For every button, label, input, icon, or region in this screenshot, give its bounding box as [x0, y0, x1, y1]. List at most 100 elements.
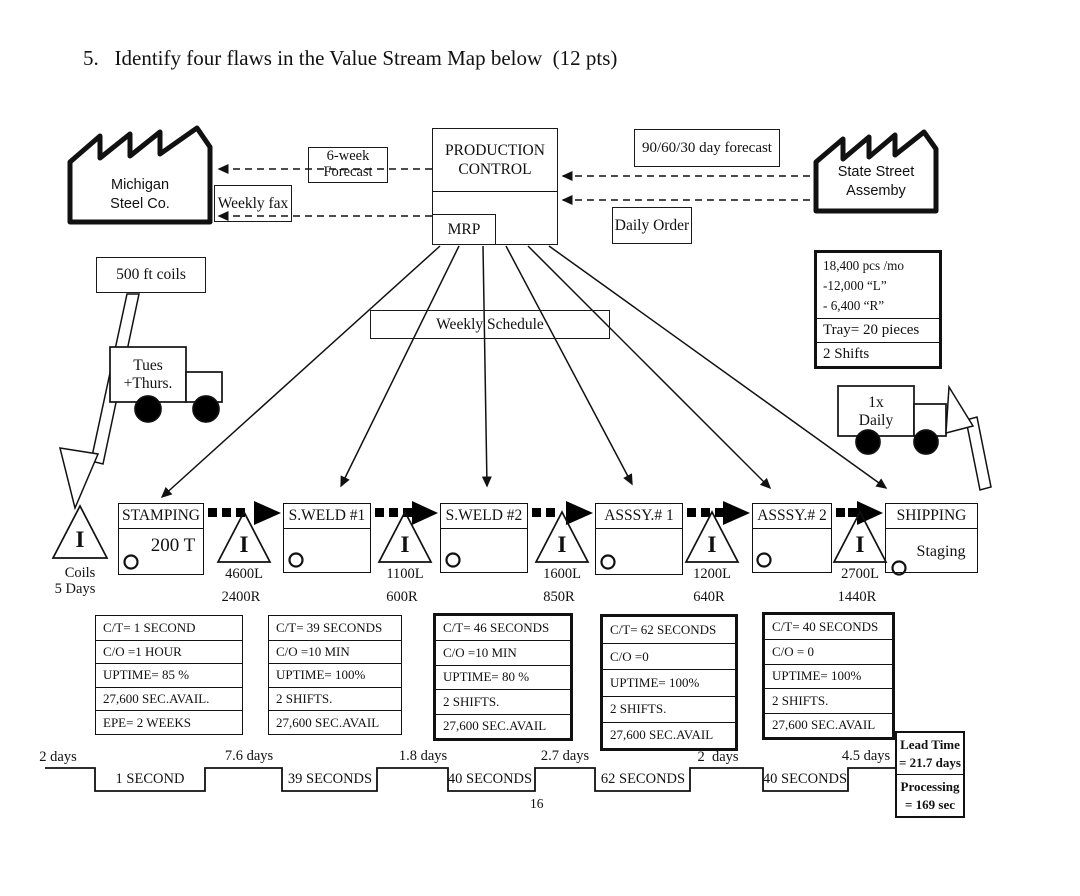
- inventory-label: 1600L: [543, 566, 581, 582]
- inventory-label: 640R: [693, 589, 725, 605]
- process-title: S.WELD #1: [284, 504, 370, 529]
- inventory-label: 5 Days: [54, 581, 96, 597]
- data-row: C/O = 0: [765, 639, 892, 663]
- timeline-wait: 2.7 days: [540, 748, 590, 764]
- data-row: C/T= 39 SECONDS: [276, 619, 383, 635]
- data-box-assy1: C/T= 62 SECONDS C/O =0 UPTIME= 100% 2 SH…: [600, 614, 738, 751]
- process-title: ASSSY.# 2: [753, 504, 831, 529]
- data-row: 2 SHIFTS.: [603, 695, 735, 722]
- inventory-label: Coils: [64, 565, 96, 581]
- data-row: UPTIME= 80 %: [436, 664, 570, 689]
- customer-shipment-arrow: [945, 384, 992, 491]
- data-row: 2 SHIFTS.: [765, 688, 892, 712]
- data-row: 27,600 SEC.AVAIL.: [96, 686, 242, 711]
- inventory-label: 850R: [543, 589, 575, 605]
- schedule-arrows: [160, 245, 888, 499]
- data-row: UPTIME= 100%: [269, 663, 401, 687]
- data-row: C/T= 40 SECONDS: [772, 619, 879, 635]
- process-shipping-note: Staging: [916, 543, 966, 560]
- process-assy1: ASSSY.# 1: [595, 503, 683, 575]
- inventory-symbol: I: [400, 532, 410, 557]
- demand-right-qty: - 6,400 “R”: [823, 297, 885, 313]
- process-title: ASSSY.# 1: [596, 504, 682, 529]
- production-control-box: PRODUCTION CONTROL: [432, 128, 558, 245]
- process-title: S.WELD #2: [441, 504, 527, 529]
- timeline-step: 1 SECOND: [115, 771, 185, 787]
- processing-time-value: Processing = 169 sec: [900, 779, 960, 812]
- inventory-label: 1440R: [837, 589, 877, 605]
- daily-order-box: Daily Order: [612, 207, 692, 244]
- data-box-sweld1: C/T= 39 SECONDS C/O =10 MIN UPTIME= 100%…: [268, 615, 402, 735]
- data-row: 27,600 SEC.AVAIL: [603, 721, 735, 748]
- timeline-step: 40 SECONDS: [447, 771, 533, 787]
- customer-demand-box: 18,400 pcs /mo -12,000 “L” - 6,400 “R” T…: [814, 250, 942, 370]
- demand-left-qty: -12,000 “L”: [823, 277, 887, 293]
- process-assy2: ASSSY.# 2: [752, 503, 832, 573]
- demand-shifts: 2 Shifts: [817, 342, 939, 366]
- supplier-truck-label: Tues +Thurs.: [123, 357, 173, 392]
- timeline-wait: 4.5 days: [841, 748, 891, 764]
- data-row: 2 SHIFTS.: [436, 689, 570, 713]
- data-row: UPTIME= 85 %: [96, 663, 242, 687]
- process-title: STAMPING: [119, 504, 203, 529]
- inventory-label: 600R: [386, 589, 418, 605]
- inventory-symbol: I: [707, 532, 717, 557]
- data-row: EPE= 2 WEEKS: [96, 710, 242, 734]
- inventory-symbol: I: [239, 532, 249, 557]
- data-row: C/O =0: [603, 643, 735, 669]
- process-sweld1: S.WELD #1: [283, 503, 371, 573]
- data-row: C/O =10 MIN: [436, 640, 570, 664]
- summary-box: Lead Time = 21.7 days Processing = 169 s…: [895, 731, 965, 819]
- inventory-label: 1200L: [693, 566, 731, 582]
- supplier-shipment-arrow: [58, 293, 140, 511]
- timeline-wait: 1.8 days: [398, 748, 448, 764]
- data-row: C/O =1 HOUR: [96, 639, 242, 664]
- mrp-box: MRP: [432, 214, 496, 245]
- data-row: 27,600 SEC.AVAIL: [436, 713, 570, 738]
- inventory-label: 2700L: [841, 566, 879, 582]
- demand-monthly: 18,400 pcs /mo: [823, 258, 904, 273]
- weekly-schedule-box: Weekly Schedule: [370, 310, 610, 339]
- coil-note-box: 500 ft coils: [96, 257, 206, 293]
- data-box-assy2: C/T= 40 SECONDS C/O = 0 UPTIME= 100% 2 S…: [762, 612, 895, 740]
- timeline-wait: 7.6 days: [224, 748, 274, 764]
- data-row: C/T= 46 SECONDS: [443, 620, 550, 636]
- inventory-label: 4600L: [225, 566, 263, 582]
- inventory-symbol: I: [557, 532, 567, 557]
- customer-name: State Street Assemby: [837, 164, 915, 199]
- question-title: 5. Identify four flaws in the Value Stre…: [83, 46, 618, 70]
- process-stamping: STAMPING: [118, 503, 204, 575]
- lead-time-value: Lead Time = 21.7 days: [897, 733, 963, 776]
- day-forecast-box: 90/60/30 day forecast: [634, 129, 780, 167]
- supplier-name: Michigan Steel Co.: [110, 177, 170, 212]
- data-row: C/T= 1 SECOND: [103, 619, 196, 635]
- process-title: SHIPPING: [886, 504, 977, 529]
- page-number: 16: [530, 796, 544, 811]
- timeline-step: 40 SECONDS: [762, 771, 848, 787]
- data-row: 2 SHIFTS.: [269, 686, 401, 711]
- inventory-symbol: I: [75, 527, 85, 552]
- six-week-forecast-box: 6-week Forecast: [308, 147, 388, 183]
- data-row: C/O =10 MIN: [269, 639, 401, 664]
- inventory-label: 2400R: [221, 589, 261, 605]
- weekly-fax-box: Weekly fax: [214, 185, 292, 222]
- data-box-stamping: C/T= 1 SECOND C/O =1 HOUR UPTIME= 85 % 2…: [95, 615, 243, 735]
- timeline-wait: 2 days: [697, 749, 739, 765]
- timeline-step: 62 SECONDS: [600, 771, 686, 787]
- process-sweld2: S.WELD #2: [440, 503, 528, 573]
- process-stamping-note: 200 T: [150, 535, 196, 556]
- timeline-wait: 2 days: [39, 749, 77, 765]
- demand-tray: Tray= 20 pieces: [817, 318, 939, 342]
- data-box-sweld2: C/T= 46 SECONDS C/O =10 MIN UPTIME= 80 %…: [433, 613, 573, 741]
- process-shipping: SHIPPING: [885, 503, 978, 573]
- production-control-label: PRODUCTION CONTROL: [433, 129, 557, 192]
- timeline-step: 39 SECONDS: [287, 771, 373, 787]
- data-row: 27,600 SEC.AVAIL: [765, 712, 892, 737]
- inventory-label: 1100L: [386, 566, 424, 582]
- data-row: 27,600 SEC.AVAIL: [269, 710, 401, 734]
- data-row: UPTIME= 100%: [765, 663, 892, 688]
- data-row: C/T= 62 SECONDS: [610, 622, 717, 638]
- inventory-symbol: I: [855, 532, 865, 557]
- customer-truck-label: 1x Daily: [858, 394, 894, 429]
